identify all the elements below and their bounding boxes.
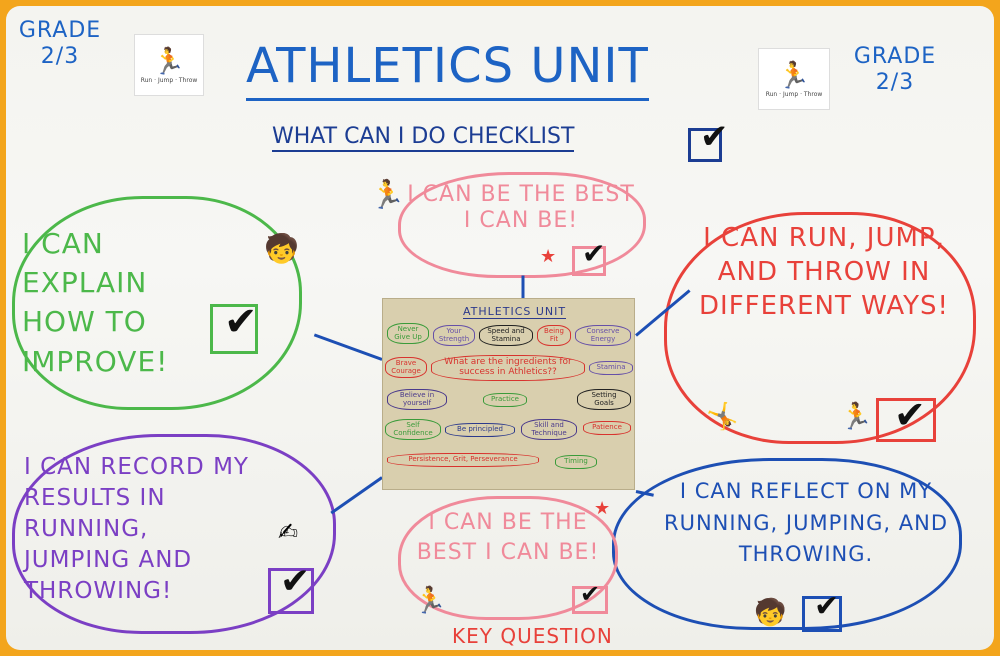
arrow bbox=[330, 476, 383, 515]
checkbox bbox=[688, 128, 722, 162]
bubble-record bbox=[12, 434, 336, 634]
mind-map-node: Setting Goals bbox=[577, 389, 631, 411]
mind-map-photo: Athletics Unit Never Give Up Your Streng… bbox=[382, 298, 635, 490]
thinking-kid-sticker-icon: 🧒 bbox=[754, 598, 787, 628]
mind-map-node: Self Confidence bbox=[385, 419, 441, 441]
bubble-best-bottom bbox=[398, 496, 618, 620]
checkbox bbox=[876, 398, 936, 442]
checkbox bbox=[802, 596, 842, 632]
long-jump-sticker-icon: 🤸 bbox=[706, 402, 739, 432]
arrow bbox=[521, 275, 525, 300]
logo-caption: Run · Jump · Throw bbox=[140, 76, 198, 84]
checkmark-icon: ✔ bbox=[582, 237, 606, 270]
mind-map-node: Skill and Technique bbox=[521, 419, 577, 441]
mind-map-node: Be principled bbox=[445, 423, 515, 437]
runner-sticker-icon: 🏃 bbox=[840, 402, 873, 432]
grade-right-label: Grade 2/3 bbox=[853, 44, 937, 96]
mind-map-node: Being Fit bbox=[537, 325, 571, 347]
mind-map-node: Never Give Up bbox=[387, 323, 429, 345]
bubble-text: I can run, jump, and throw in different … bbox=[699, 223, 949, 321]
mind-map-node: Brave Courage bbox=[385, 357, 427, 379]
mind-map-node: Stamina bbox=[589, 361, 633, 375]
key-question-label: Key Question bbox=[452, 624, 613, 648]
checkbox bbox=[210, 304, 258, 354]
bubble-text: I can be the best I can be! bbox=[407, 182, 635, 234]
bubble-text: I can reflect on my running, jumping, an… bbox=[663, 479, 949, 566]
checkmark-icon: ✔ bbox=[894, 393, 926, 437]
mind-map-question: What are the ingredients for success in … bbox=[431, 355, 585, 381]
mind-map-title: Athletics Unit bbox=[463, 305, 567, 319]
mind-map-node: Speed and Stamina bbox=[479, 325, 533, 347]
checkbox bbox=[268, 568, 314, 614]
checkmark-icon: ✔ bbox=[224, 299, 258, 345]
mind-map-node: Patience bbox=[583, 421, 631, 435]
poster-subtitle: What can I do checklist bbox=[272, 124, 575, 153]
run-jump-throw-logo-right: 🏃Run · Jump · Throw bbox=[758, 48, 830, 110]
logo-caption: Run · Jump · Throw bbox=[765, 90, 823, 98]
checkmark-icon: ✔ bbox=[280, 561, 311, 602]
mind-map-node: Timing bbox=[555, 455, 597, 469]
star-icon: ★ bbox=[540, 246, 557, 267]
bubble-explain bbox=[12, 196, 302, 410]
checkmark-icon: ✔ bbox=[814, 589, 840, 624]
poster-title: Athletics Unit bbox=[246, 38, 649, 101]
mind-map-node: Your Strength bbox=[433, 325, 475, 347]
mind-map-node: Persistence, Grit, Perseverance bbox=[387, 453, 539, 467]
bubble-text: I can be the best I can be! bbox=[416, 510, 600, 565]
thinking-kid-sticker-icon: 🧒 bbox=[264, 232, 299, 265]
checkmark-icon: ✔ bbox=[700, 117, 729, 157]
run-jump-throw-logo-left: 🏃Run · Jump · Throw bbox=[134, 34, 204, 96]
checkbox bbox=[572, 586, 608, 614]
bubble-text: I can explain how to improve! bbox=[22, 227, 169, 378]
grade-left-label: Grade 2/3 bbox=[18, 18, 102, 70]
star-icon: ★ bbox=[594, 498, 611, 519]
mind-map-node: Believe in yourself bbox=[387, 389, 447, 411]
mind-map-node: Practice bbox=[483, 393, 527, 407]
poster-photo: Grade 2/3 Grade 2/3 🏃Run · Jump · Throw … bbox=[6, 6, 994, 650]
checkbox bbox=[572, 246, 606, 276]
athlete-sticker-icon: 🏃 bbox=[414, 586, 447, 616]
bubble-run-jump-throw bbox=[664, 212, 976, 444]
athlete-sticker-icon: 🏃 bbox=[370, 178, 405, 211]
arrow bbox=[313, 333, 383, 361]
bubble-text: I can record my results in running, jump… bbox=[24, 454, 249, 605]
checkmark-icon: ✔ bbox=[580, 580, 601, 608]
mind-map-node: Conserve Energy bbox=[575, 325, 631, 347]
writing-hand-sticker-icon: ✍ bbox=[278, 518, 299, 546]
